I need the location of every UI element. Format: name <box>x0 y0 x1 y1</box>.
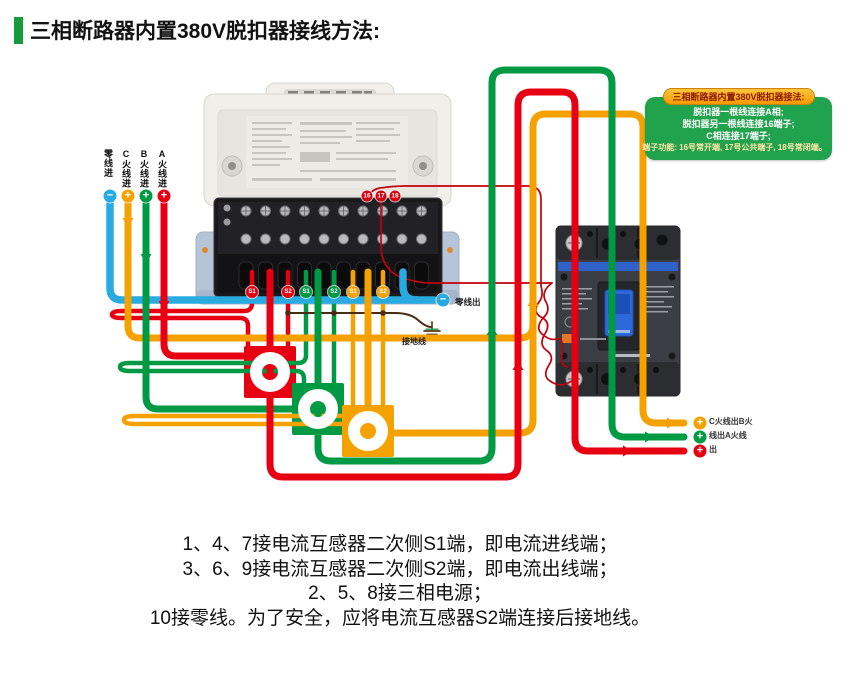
phase-c-out-pin: + <box>693 416 707 430</box>
phase-a-out-pin: + <box>693 444 707 458</box>
phase-a-wire <box>160 199 272 360</box>
title-accent-bar <box>14 16 23 44</box>
footer-line-2: 3、6、9接电流互感器二次侧S2端，即电流出线端； <box>182 558 618 580</box>
neutral-in-pin: − <box>103 189 117 203</box>
page-title-row: 三相断路器内置380V脱扣器接线方法: <box>14 15 380 45</box>
info-line: 端子功能: 16号常开端, 17号公共端子, 18号常闭端。 <box>642 143 827 152</box>
output-label-line: 线出A火线 <box>709 430 747 440</box>
stub-badge-s1-b: S1 <box>300 286 312 298</box>
main-wires <box>106 66 688 481</box>
ground-label: 接地线 <box>402 337 426 346</box>
flow-arrows <box>122 218 676 457</box>
neutral-out-pin: − <box>436 293 450 307</box>
phase-a-in-pin: + <box>157 189 171 203</box>
info-line: C相连接17端子; <box>706 131 771 141</box>
phase-b-wire <box>142 199 322 413</box>
phase-b-in-pin: + <box>139 189 153 203</box>
info-line: 脱扣器另一根线连接16端子; <box>682 119 795 129</box>
info-box-body: 脱扣器一根线连接A相; 脱扣器另一根线连接16端子; C相连接17端子; 端子功… <box>642 97 832 154</box>
wiring-diagram <box>106 66 688 481</box>
phase-c-in-pin: + <box>121 189 135 203</box>
wire-tangle <box>535 285 573 386</box>
output-label-line: 出 <box>709 444 717 454</box>
stub-badge-s2-c: S2 <box>377 286 389 298</box>
phase-b-out-pin: + <box>693 430 707 444</box>
output-label-line: C火线出B火 <box>709 417 753 426</box>
input-label-phase-a: A火线进 <box>157 149 167 188</box>
stub-badge-s1-a: S1 <box>246 286 258 298</box>
output-labels: C火线出B火 线出A火线 出 <box>709 415 753 456</box>
info-line: 脱扣器一根线连接A相; <box>693 107 784 117</box>
input-label-phase-b: B火线进 <box>139 149 149 188</box>
meter-terminal-block <box>213 197 443 298</box>
input-label-phase-c: C火线进 <box>121 149 131 188</box>
neutral-out-label: 零线出 <box>455 297 481 307</box>
footer-line-1: 1、4、7接电流互感器二次侧S1端，即电流进线端； <box>182 534 618 555</box>
footer-line-4: 10接零线。为了安全，应将电流互感器S2端连接后接地线。 <box>149 607 651 629</box>
footer-notes: 1、4、7接电流互感器二次侧S1端，即电流进线端； 3、6、9接电流互感器二次侧… <box>0 533 800 631</box>
info-box-title: 三相断路器内置380V脱扣器接法: <box>662 88 815 105</box>
stub-badge-s2-b: S2 <box>328 286 340 298</box>
page-title: 三相断路器内置380V脱扣器接线方法: <box>30 20 381 43</box>
meter-cover <box>203 82 452 207</box>
terminal-badge-18: 18 <box>389 190 401 202</box>
neutral-wire <box>106 199 438 304</box>
ct-rings <box>250 352 388 451</box>
terminal-badge-16: 16 <box>361 190 373 202</box>
footer-line-3: 2、5、8接三相电源； <box>308 583 492 604</box>
input-label-neutral: 零线进 <box>103 149 113 178</box>
terminal-badge-17: 17 <box>375 190 387 202</box>
stub-badge-s2-a: S2 <box>282 286 294 298</box>
info-box: 三相断路器内置380V脱扣器接法: 脱扣器一根线连接A相; 脱扣器另一根线连接1… <box>642 88 832 160</box>
wire-tangle-2 <box>537 282 568 368</box>
stub-badge-s1-c: S1 <box>347 286 359 298</box>
